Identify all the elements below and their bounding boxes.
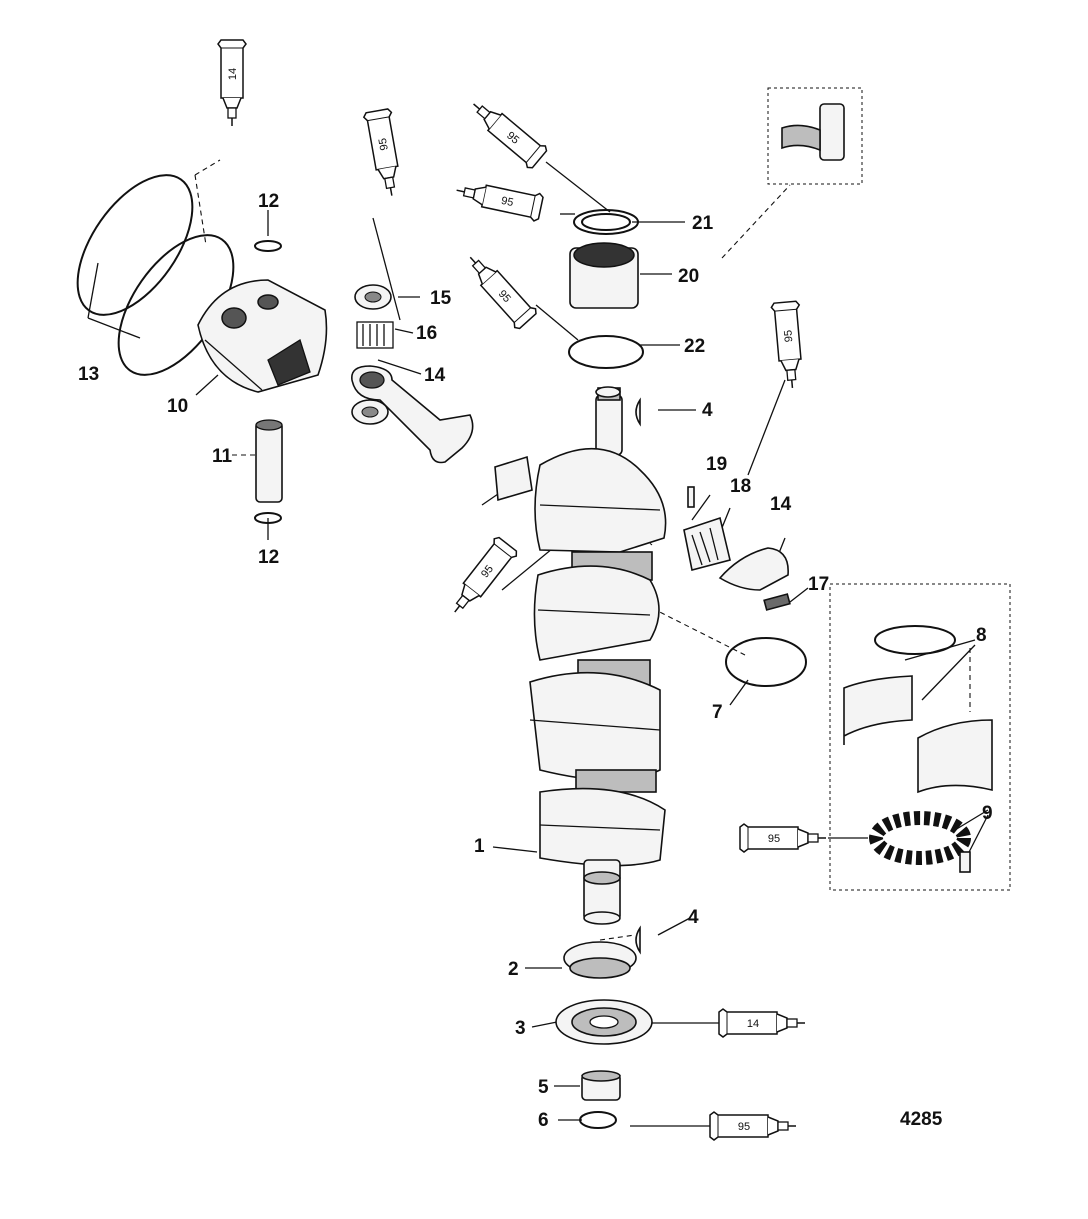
svg-text:95: 95 xyxy=(738,1121,750,1133)
callout-4-bottom: 4 xyxy=(688,907,699,928)
callout-14-rod: 14 xyxy=(424,365,446,386)
tube-lube-14-top-left: 14 xyxy=(217,39,247,127)
svg-text:95: 95 xyxy=(377,137,391,151)
callout-4-top: 4 xyxy=(702,400,713,421)
callout-17: 17 xyxy=(808,574,829,595)
inset-oil-passage xyxy=(767,87,863,185)
callout-2: 2 xyxy=(508,959,519,980)
callout-3: 3 xyxy=(515,1018,526,1039)
callout-22: 22 xyxy=(684,336,705,357)
tube-lube-95-main-bearing: 95 xyxy=(739,823,827,853)
callout-15: 15 xyxy=(430,288,452,309)
lock-ring xyxy=(725,637,807,687)
callout-labels: 1 2 3 4 4 5 6 7 8 9 10 11 12 12 13 14 14… xyxy=(78,191,993,1131)
tube-lube-95-right: 95 xyxy=(770,300,808,390)
callout-1: 1 xyxy=(474,836,485,857)
callout-14-cap: 14 xyxy=(770,494,792,515)
callout-21: 21 xyxy=(692,213,714,234)
lower-seal-and-bearing xyxy=(555,941,653,1129)
callout-20: 20 xyxy=(678,266,699,287)
tube-lube-14-bottom: 14 xyxy=(718,1008,806,1038)
callout-8: 8 xyxy=(976,625,987,646)
callout-6: 6 xyxy=(538,1110,549,1131)
wrist-pin-clips xyxy=(254,240,282,524)
callout-7: 7 xyxy=(712,702,723,723)
tube-lube-95-rod: 95 xyxy=(362,107,407,199)
crankshaft xyxy=(529,386,667,925)
svg-text:14: 14 xyxy=(747,1018,759,1030)
tube-lube-95-bottom: 95 xyxy=(709,1111,797,1141)
svg-text:95: 95 xyxy=(479,563,496,580)
rod-washers-and-bearing xyxy=(351,284,394,425)
callout-18: 18 xyxy=(730,476,751,497)
rod-cap-and-bolt xyxy=(718,547,791,611)
callout-13: 13 xyxy=(78,364,99,385)
crankpin-bearing-and-dowel xyxy=(494,455,731,571)
callout-19: 19 xyxy=(706,454,727,475)
svg-text:95: 95 xyxy=(500,195,514,209)
inset-main-bearing xyxy=(829,583,1011,891)
figure-number: 4285 xyxy=(900,1109,943,1130)
callout-11: 11 xyxy=(212,446,233,467)
wrist-pin xyxy=(255,419,283,503)
connecting-rod xyxy=(351,365,474,464)
tube-lube-95-oring: 95 xyxy=(459,247,539,332)
top-bearing-assembly xyxy=(568,209,644,369)
callout-10: 10 xyxy=(167,396,188,417)
callout-16: 16 xyxy=(416,323,437,344)
callout-9: 9 xyxy=(982,803,993,824)
svg-text:14: 14 xyxy=(227,68,239,80)
callout-12-bottom: 12 xyxy=(258,547,279,568)
woodruff-keys xyxy=(635,397,641,955)
callout-12-top: 12 xyxy=(258,191,279,212)
svg-text:95: 95 xyxy=(782,329,795,342)
callout-5: 5 xyxy=(538,1077,549,1098)
svg-text:95: 95 xyxy=(768,833,780,845)
piston xyxy=(197,279,328,393)
tube-lube-95-seal-left: 95 xyxy=(452,175,545,223)
tube-lube-95-crank: 95 xyxy=(442,534,520,622)
tube-lube-95-seal-upper: 95 xyxy=(463,92,550,171)
